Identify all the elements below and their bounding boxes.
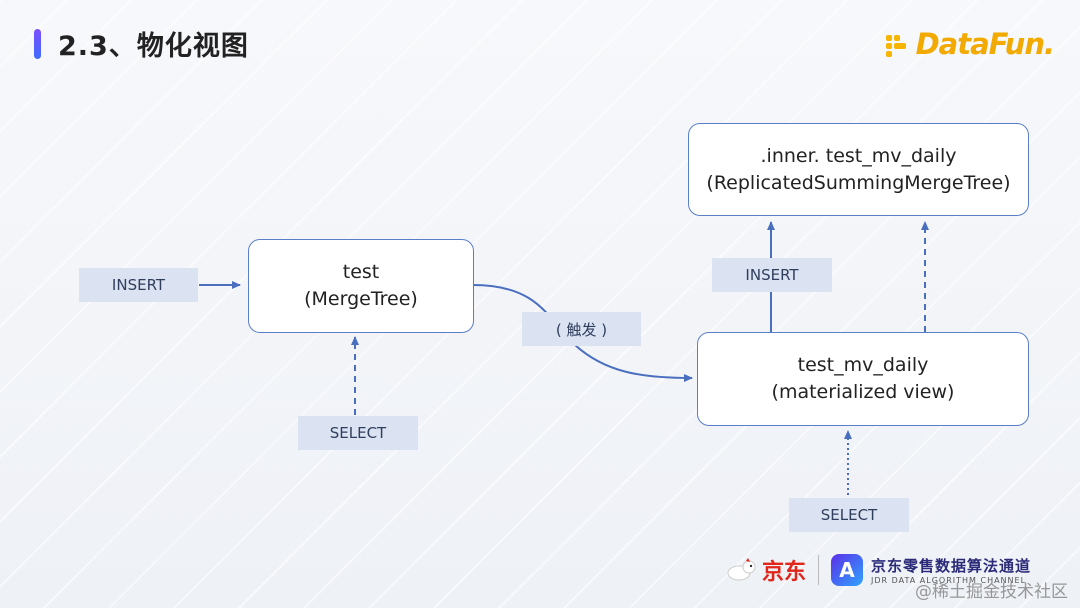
tag-insert-right: INSERT <box>712 258 832 292</box>
node-inner-table-name: .inner. test_mv_daily <box>760 144 957 167</box>
jdr-brand: A 京东零售数据算法通道 JDR DATA ALGORITHM CHANNEL <box>831 554 1031 586</box>
jd-dog-icon <box>724 558 758 582</box>
tag-trigger: ( 触发 ) <box>522 312 641 346</box>
node-mv-type: (materialized view) <box>771 381 955 403</box>
node-inner-table: .inner. test_mv_daily (ReplicatedSumming… <box>688 123 1029 216</box>
tag-select-right: SELECT <box>789 498 909 532</box>
tag-select-left: SELECT <box>298 416 418 450</box>
node-mv-name: test_mv_daily <box>797 354 929 376</box>
node-inner-table-engine: (ReplicatedSummingMergeTree) <box>706 171 1011 194</box>
jd-logo: 京东 <box>724 554 806 586</box>
watermark: @稀土掘金技术社区 <box>915 582 1068 602</box>
slide-title: 2.3、物化视图 <box>58 31 249 62</box>
jdr-brand-name: 京东零售数据算法通道 <box>871 557 1032 575</box>
node-test: test (MergeTree) <box>248 239 474 333</box>
node-materialized-view: test_mv_daily (materialized view) <box>697 332 1029 426</box>
footer-divider <box>818 555 820 585</box>
jdr-brand-icon: A <box>831 554 864 586</box>
datafun-logo: DataFun. <box>884 26 1055 62</box>
datafun-logo-icon <box>884 29 914 59</box>
tag-insert-left: INSERT <box>79 268 198 302</box>
jdr-brand-subtitle: JDR DATA ALGORITHM CHANNEL <box>871 576 1027 585</box>
jd-logo-text: 京东 <box>762 560 807 585</box>
node-test-engine: (MergeTree) <box>304 288 418 310</box>
title-accent-bar <box>34 29 41 59</box>
footer-brands: 京东 A 京东零售数据算法通道 JDR DATA ALGORITHM CHANN… <box>724 548 1031 592</box>
node-test-name: test <box>342 261 380 283</box>
datafun-logo-text: DataFun. <box>915 27 1055 61</box>
